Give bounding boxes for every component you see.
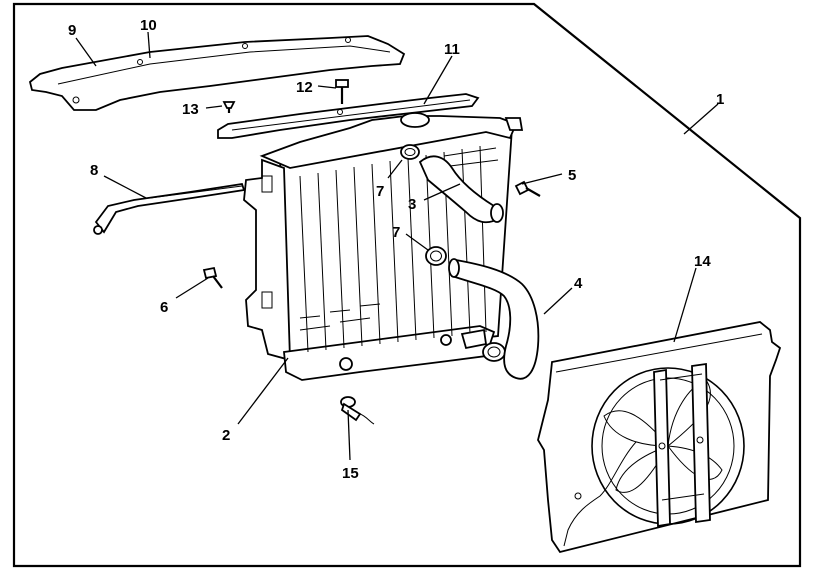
part-15-drain-plug xyxy=(340,396,375,425)
part-8-overflow-tube xyxy=(93,182,246,235)
callout-labels: 1 2 3 4 5 6 7 7 8 9 10 11 12 13 14 15 xyxy=(68,17,724,482)
callout-7-upper: 7 xyxy=(376,183,384,200)
part-4-lower-hose xyxy=(448,258,540,380)
callout-8: 8 xyxy=(90,162,98,179)
leader-lines xyxy=(75,31,719,461)
part-5-bolt xyxy=(514,180,541,197)
callout-10: 10 xyxy=(140,17,157,34)
part-6-bolt xyxy=(202,266,223,289)
callout-13: 13 xyxy=(182,101,199,118)
part-11-upper-bracket xyxy=(217,93,480,139)
callout-11: 11 xyxy=(444,41,460,58)
part-13-bolt xyxy=(222,101,236,113)
part-9-upper-panel xyxy=(28,35,406,111)
callout-7-middle: 7 xyxy=(392,224,400,241)
part-14-fan-shroud xyxy=(537,321,782,554)
part-7-clamp-lower xyxy=(482,342,506,362)
diagram-border xyxy=(12,2,802,568)
part-2-radiator xyxy=(243,112,524,381)
callout-14: 14 xyxy=(694,253,711,270)
part-3-upper-hose xyxy=(418,155,504,224)
part-7-clamp-middle xyxy=(425,246,447,266)
callout-2: 2 xyxy=(222,427,230,444)
callout-3: 3 xyxy=(408,196,416,213)
callout-5: 5 xyxy=(568,167,576,184)
part-12-bolt xyxy=(335,79,349,104)
callout-1: 1 xyxy=(716,91,724,108)
callout-4: 4 xyxy=(574,275,583,292)
callout-6: 6 xyxy=(160,299,168,316)
callout-12: 12 xyxy=(296,79,313,96)
callout-9: 9 xyxy=(68,22,76,39)
part-7-clamp-upper xyxy=(400,144,420,160)
callout-15: 15 xyxy=(342,465,359,482)
